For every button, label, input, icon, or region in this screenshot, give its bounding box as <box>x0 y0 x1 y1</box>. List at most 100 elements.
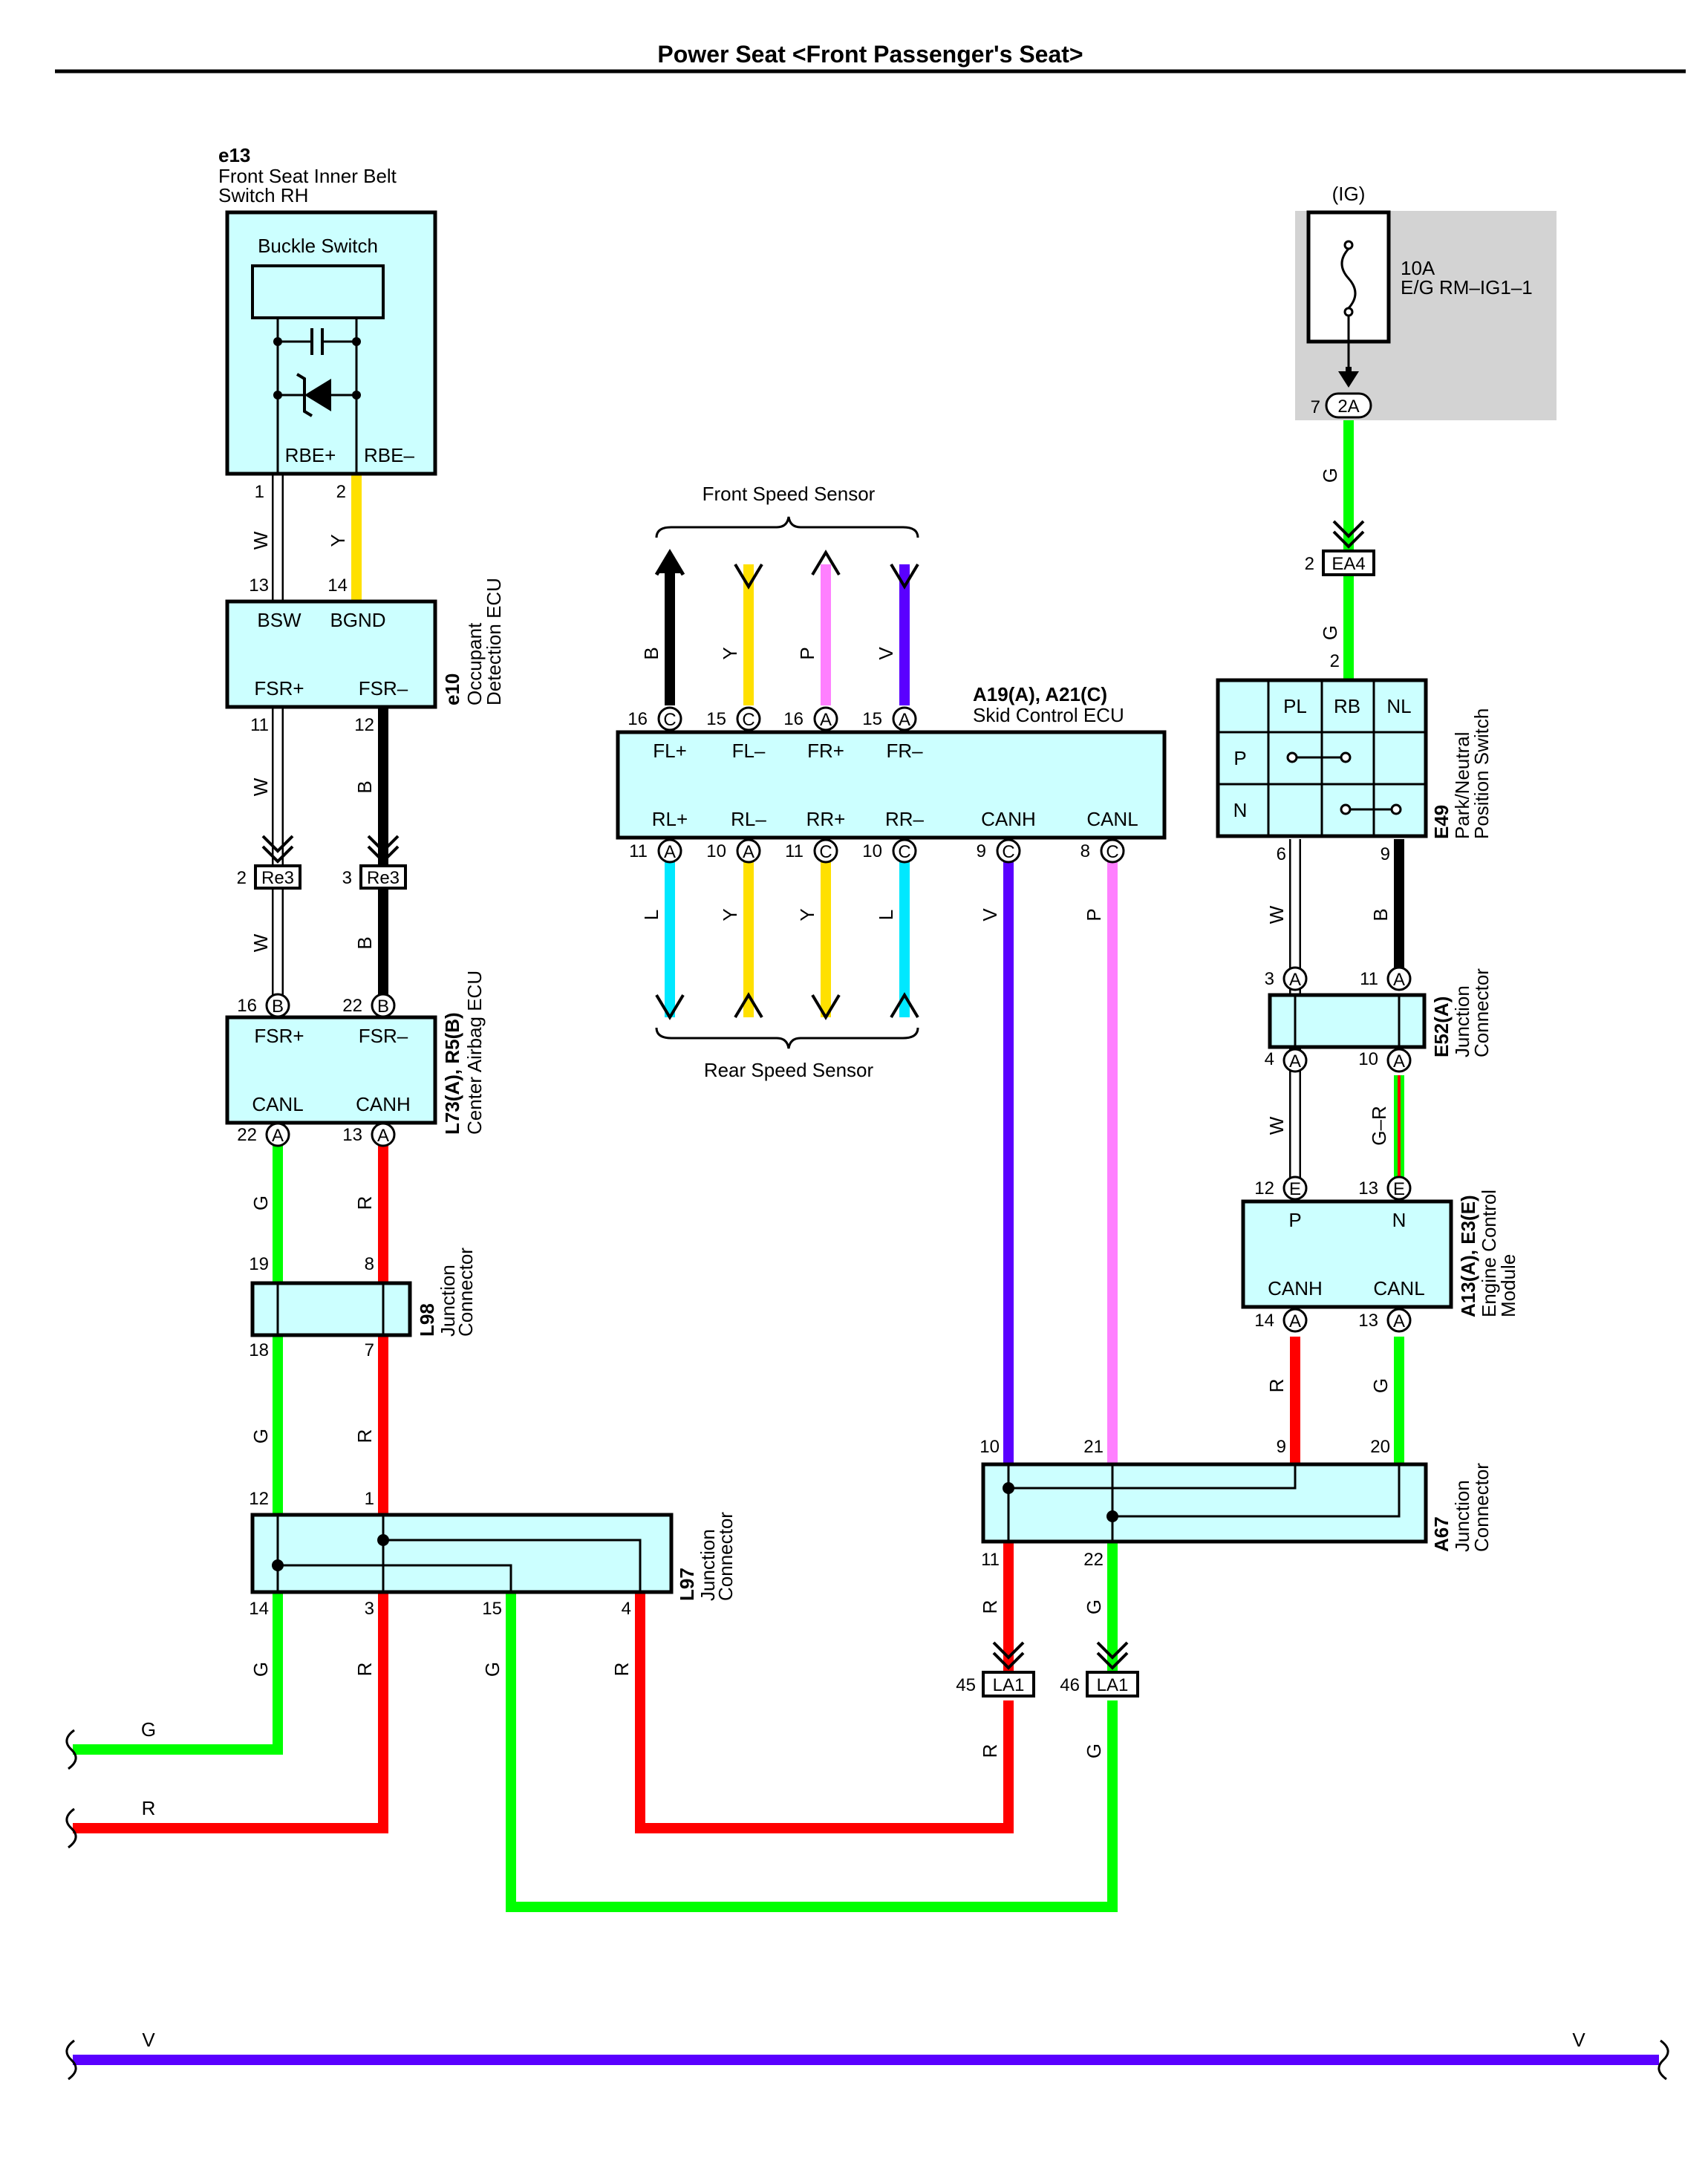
svg-text:W: W <box>250 777 272 796</box>
svg-text:A: A <box>820 710 832 730</box>
svg-text:46: 46 <box>1060 1675 1080 1695</box>
arrow-down-icon <box>890 563 919 590</box>
svg-text:LA1: LA1 <box>993 1675 1025 1695</box>
svg-text:P: P <box>796 647 818 659</box>
svg-text:R: R <box>979 1744 1001 1758</box>
skid-control-ecu-box <box>616 730 1167 840</box>
connector-ea4: EA4 2 <box>1305 520 1375 576</box>
svg-text:G–R: G–R <box>1368 1106 1390 1145</box>
svg-text:R: R <box>610 1663 633 1677</box>
svg-text:BSW: BSW <box>257 609 301 631</box>
svg-text:1: 1 <box>365 1489 374 1509</box>
svg-text:G: G <box>250 1662 272 1677</box>
front-sensor-brace <box>655 516 919 538</box>
svg-text:CANL: CANL <box>1373 1277 1424 1299</box>
svg-text:C: C <box>742 710 754 730</box>
wire-r-l97-la1 <box>635 1589 1014 1833</box>
svg-text:3: 3 <box>342 868 352 888</box>
svg-text:Occupant: Occupant <box>463 622 486 705</box>
svg-text:45: 45 <box>956 1675 976 1695</box>
svg-text:RB: RB <box>1334 695 1360 717</box>
buckle-switch-housing <box>225 210 437 476</box>
svg-text:B: B <box>640 647 662 659</box>
svg-text:12: 12 <box>1254 1178 1274 1198</box>
svg-text:V: V <box>1572 2029 1585 2051</box>
connector-re3: Re3 2 Re3 3 <box>237 835 407 890</box>
svg-text:Re3: Re3 <box>367 868 400 888</box>
svg-text:P: P <box>1083 908 1105 921</box>
svg-text:PL: PL <box>1283 695 1307 717</box>
e52-junction-box <box>1268 993 1427 1049</box>
arrow-down-icon <box>655 994 685 1020</box>
svg-text:9: 9 <box>977 841 986 861</box>
svg-text:A: A <box>1289 1311 1301 1331</box>
svg-text:W: W <box>1265 1116 1288 1135</box>
svg-text:Y: Y <box>719 908 741 921</box>
svg-text:RR–: RR– <box>885 808 925 830</box>
l97-junction-box <box>250 1513 674 1594</box>
svg-text:4: 4 <box>1265 1049 1274 1069</box>
svg-text:8: 8 <box>365 1254 374 1274</box>
svg-text:A: A <box>272 1126 284 1146</box>
svg-text:(IG): (IG) <box>1332 183 1366 205</box>
svg-text:G: G <box>1083 1599 1105 1614</box>
switch-contact-p-icon <box>1286 751 1352 763</box>
svg-text:Skid Control ECU: Skid Control ECU <box>973 704 1124 726</box>
svg-text:CANL: CANL <box>1086 808 1138 830</box>
component-l98: 19 8 18 7 L98 Junction Connector <box>249 1248 477 1360</box>
svg-text:V: V <box>142 2029 155 2051</box>
component-l97: 12 1 14 3 15 4 L97 Junction Connector <box>249 1489 737 1619</box>
svg-text:2: 2 <box>237 868 247 888</box>
capacitor-icon <box>273 328 361 355</box>
svg-text:18: 18 <box>249 1340 269 1360</box>
svg-text:A: A <box>1393 1051 1405 1072</box>
svg-text:12: 12 <box>354 715 374 735</box>
svg-text:Position Switch: Position Switch <box>1470 708 1493 839</box>
component-l73: 16 B 22 B FSR+ FSR– CANL CANH 22 A 13 A … <box>225 971 486 1147</box>
a67-junction-box <box>981 1462 1428 1544</box>
svg-text:11: 11 <box>1360 969 1378 989</box>
svg-text:FR–: FR– <box>886 740 923 762</box>
svg-text:R: R <box>142 1797 156 1819</box>
svg-text:A: A <box>1289 970 1301 990</box>
svg-text:RL–: RL– <box>731 808 766 830</box>
svg-text:FSR+: FSR+ <box>254 1025 304 1047</box>
svg-text:B: B <box>353 936 376 949</box>
connector-la1: LA1 45 LA1 46 <box>956 1641 1139 1698</box>
svg-text:10: 10 <box>980 1437 1000 1457</box>
l98-junction-box <box>250 1281 412 1337</box>
svg-text:Engine Control: Engine Control <box>1478 1190 1500 1317</box>
svg-text:E49: E49 <box>1430 805 1453 839</box>
svg-text:Detection ECU: Detection ECU <box>483 578 505 705</box>
svg-text:Re3: Re3 <box>261 868 294 888</box>
svg-text:Module: Module <box>1497 1254 1519 1317</box>
svg-text:A13(A), E3(E): A13(A), E3(E) <box>1457 1195 1479 1317</box>
svg-text:EA4: EA4 <box>1331 554 1365 574</box>
svg-text:CANH: CANH <box>981 808 1036 830</box>
svg-text:Connector: Connector <box>1470 1463 1493 1552</box>
svg-text:A: A <box>1393 970 1405 990</box>
svg-text:A: A <box>743 842 754 862</box>
svg-text:6: 6 <box>1277 844 1286 864</box>
svg-text:14: 14 <box>1254 1311 1274 1331</box>
svg-text:C: C <box>1002 842 1014 862</box>
svg-text:10: 10 <box>862 841 882 861</box>
svg-text:21: 21 <box>1083 1437 1104 1457</box>
svg-text:N: N <box>1233 799 1248 821</box>
svg-text:LA1: LA1 <box>1097 1675 1129 1695</box>
svg-text:Y: Y <box>327 534 349 547</box>
component-ecm: 12 E 13 E P N CANH CANL 14 A 13 A A13(A)… <box>1241 1175 1519 1333</box>
component-e10: 13 14 BSW BGND FSR+ FSR– 11 12 e10 Occup… <box>225 575 505 735</box>
svg-text:B: B <box>353 780 376 793</box>
center-airbag-ecu-box <box>225 1015 437 1125</box>
svg-text:22: 22 <box>237 1125 257 1145</box>
wire-color-labels: W Y W B W B G R G R G R G R G R V V B Y … <box>141 468 1585 2051</box>
svg-text:R: R <box>353 1429 376 1444</box>
svg-text:11: 11 <box>250 715 269 735</box>
svg-text:L73(A), R5(B): L73(A), R5(B) <box>441 1012 463 1135</box>
svg-text:9: 9 <box>1381 844 1390 864</box>
svg-text:12: 12 <box>249 1489 269 1509</box>
component-e49: 2 PL RB NL P N 6 9 E49 Park/Neutral Posi… <box>1216 651 1493 864</box>
svg-text:L98: L98 <box>416 1303 438 1337</box>
svg-text:e13: e13 <box>218 144 250 166</box>
